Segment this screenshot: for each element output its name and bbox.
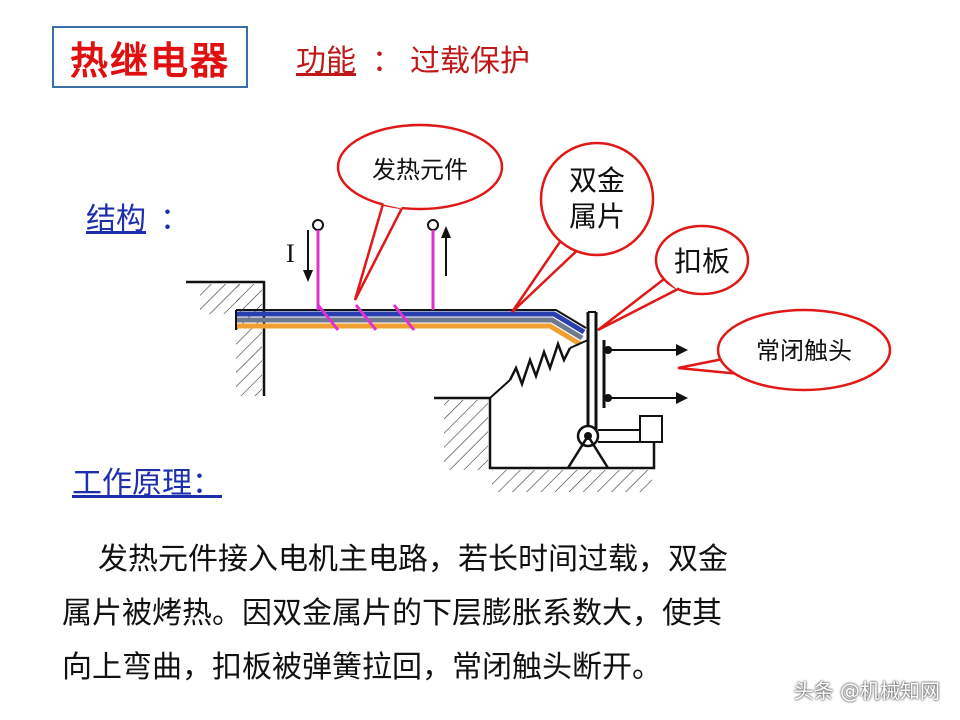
lever-plate-label: 扣板 [674,245,730,278]
callout-nc-contact: 常闭触头 [677,308,892,392]
current-label: I [286,239,295,268]
bimetal-label-1: 双金 [569,164,625,197]
principle-label: 工作原理： [72,466,222,501]
function-label: 功能 [296,44,356,79]
bimetal-label-2: 属片 [569,200,625,233]
callout-lever-plate: 扣板 [597,224,750,332]
nc-contact-label: 常闭触头 [756,337,852,365]
heater-element [312,219,439,331]
function-colon: ： [372,44,402,79]
watermark: 头条 @机械知网 [793,679,940,703]
base-block [434,396,656,492]
principle-line-1: 发热元件接入电机主电路，若长时间过载，双金 [98,542,728,577]
principle-line-3: 向上弯曲，扣板被弹簧拉回，常闭触头断开。 [62,650,662,685]
structure-label: 结构 [86,202,146,237]
bimetal-strip [235,309,587,347]
pivot-mechanism [566,415,663,469]
current-arrows [303,226,451,282]
heating-element-label: 发热元件 [372,156,468,184]
function-text: 过载保护 [410,44,530,79]
left-wall [186,280,266,396]
callout-bimetal: 双金 属片 [510,141,655,313]
spring [489,339,589,399]
lever-plate [586,311,598,432]
page-title: 热继电器 [69,38,230,83]
title-box: 热继电器 [52,26,248,88]
structure-colon: ： [160,202,190,237]
nc-contacts [602,340,688,408]
callout-heating-element: 发热元件 [336,123,504,301]
principle-line-2: 属片被烤热。因双金属片的下层膨胀系数大，使其 [62,596,722,631]
